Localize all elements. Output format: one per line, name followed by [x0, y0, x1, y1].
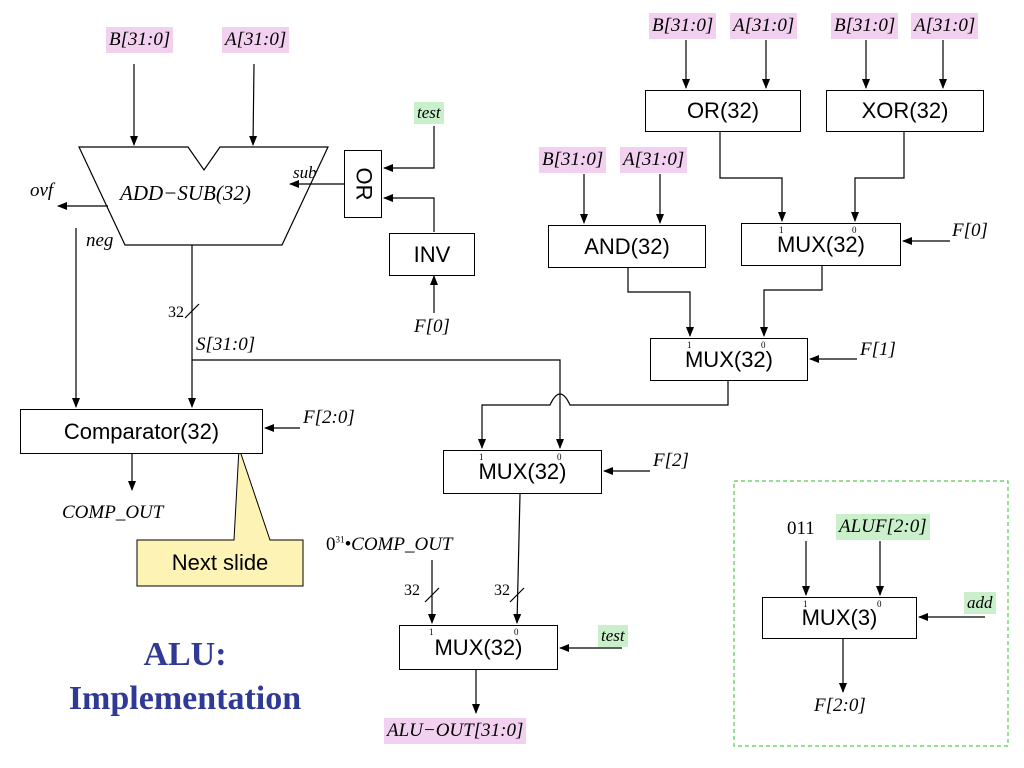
- or32-block: OR(32): [645, 90, 801, 132]
- mux-f0: MUX(32): [741, 223, 901, 266]
- inv-gate: INV: [389, 233, 475, 276]
- signal-ovf: ovf: [30, 180, 54, 201]
- mux-f2-port-0: 0: [557, 452, 562, 462]
- slide-title-line2: Implementation: [68, 680, 302, 717]
- zero-ext-prefix: 0: [326, 534, 336, 555]
- signal-aluf: ALUF[2:0]: [836, 514, 930, 540]
- signal-neg: neg: [86, 230, 114, 251]
- signal-alu-out: ALU−OUT[31:0]: [384, 718, 527, 744]
- signal-b-xor: B[31:0]: [831, 13, 899, 39]
- mux-f1-port-1: 1: [687, 340, 692, 350]
- or-gate-label-wrap: OR: [344, 150, 382, 218]
- signal-b-top: B[31:0]: [106, 27, 174, 53]
- signal-comp-out: COMP_OUT: [62, 502, 164, 523]
- mux-final: MUX(32): [399, 625, 558, 670]
- mux-f1: MUX(32): [650, 338, 808, 381]
- bus-width-adder: 32: [168, 304, 184, 321]
- signal-f0-mux: F[0]: [952, 220, 988, 241]
- mux-final-port-0: 0: [514, 627, 519, 637]
- signal-test-final: test: [598, 625, 628, 647]
- signal-s-bus: S[31:0]: [196, 334, 256, 355]
- signal-f2: F[2]: [653, 450, 689, 471]
- or-gate: [344, 150, 382, 218]
- xor32-block: XOR(32): [826, 90, 984, 132]
- signal-b-or: B[31:0]: [649, 13, 717, 39]
- adder-label: ADD−SUB(32): [120, 181, 251, 205]
- adder-shape: [78, 146, 329, 246]
- const-011: 011: [787, 518, 815, 539]
- slide-title-line1: ALU:: [143, 636, 227, 673]
- signal-a-or: A[31:0]: [730, 13, 798, 39]
- signal-b-and: B[31:0]: [539, 147, 607, 173]
- mux-final-port-1: 1: [429, 627, 434, 637]
- bus-width-right: 32: [494, 582, 510, 599]
- signal-test-or: test: [414, 102, 444, 124]
- mux-f0-port-1: 1: [779, 225, 784, 235]
- zero-ext-exponent: 31: [335, 534, 345, 545]
- signal-sub: sub: [293, 163, 317, 182]
- signal-f20-comp: F[2:0]: [303, 407, 355, 428]
- signal-a-xor: A[31:0]: [911, 13, 979, 39]
- signal-a-top: A[31:0]: [222, 27, 290, 53]
- or-gate-label: OR: [351, 167, 376, 201]
- signal-f20-out: F[2:0]: [814, 695, 866, 716]
- zero-ext-rest: •COMP_OUT: [344, 534, 453, 555]
- comparator-block: Comparator(32): [20, 409, 263, 454]
- mux3-port-1: 1: [803, 599, 808, 609]
- mux-f2: MUX(32): [443, 450, 602, 494]
- and32-block: AND(32): [548, 225, 706, 268]
- mux3-block: MUX(3): [762, 597, 917, 639]
- signal-f1: F[1]: [860, 339, 896, 360]
- next-slide-callout: Next slide: [171, 550, 269, 575]
- mux-f2-port-1: 1: [479, 452, 484, 462]
- bus-width-left: 32: [404, 582, 420, 599]
- alu-decoder-frame: [733, 480, 1009, 747]
- signal-zero-ext-comp-out: 031•COMP_OUT: [326, 532, 453, 558]
- mux-f1-port-0: 0: [761, 340, 766, 350]
- next-slide-callout-shape: [136, 447, 304, 587]
- signal-add: add: [964, 592, 996, 614]
- signal-f0-inv: F[0]: [414, 316, 450, 337]
- mux-f0-port-0: 0: [852, 225, 857, 235]
- signal-a-and: A[31:0]: [620, 147, 688, 173]
- mux3-port-0: 0: [877, 599, 882, 609]
